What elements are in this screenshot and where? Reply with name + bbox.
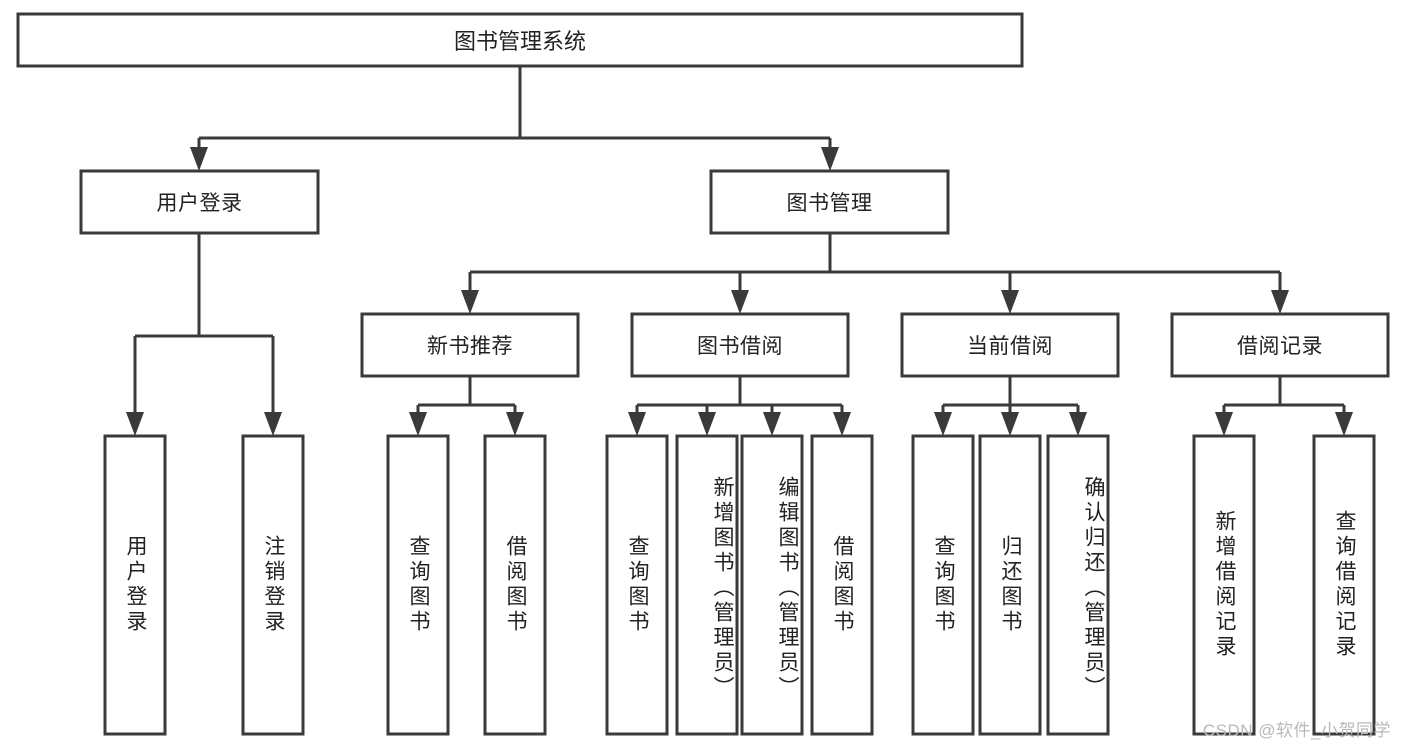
node-box-book-management[interactable] bbox=[709, 169, 950, 235]
edge-recommend-to-leaves bbox=[409, 376, 524, 436]
leaf-box-recommend-borrow[interactable] bbox=[483, 434, 547, 736]
leaf-box-record-add[interactable] bbox=[1192, 434, 1256, 736]
edge-current-borrow-to-leaves bbox=[934, 376, 1087, 436]
leaf-box-record-query[interactable] bbox=[1312, 434, 1376, 736]
leaf-box-user-login-logout[interactable] bbox=[241, 434, 305, 736]
leaf-box-current-return[interactable] bbox=[978, 434, 1042, 736]
edge-root-to-level2 bbox=[190, 66, 839, 171]
edge-borrow-record-to-leaves bbox=[1215, 376, 1353, 436]
node-box-book-borrow[interactable] bbox=[630, 312, 850, 378]
node-box-root[interactable] bbox=[16, 12, 1024, 68]
edge-book-management-to-level3 bbox=[461, 233, 1289, 314]
leaf-box-current-confirm-return[interactable] bbox=[1046, 434, 1110, 736]
leaf-box-user-login-login[interactable] bbox=[103, 434, 167, 736]
leaf-box-current-query[interactable] bbox=[911, 434, 975, 736]
node-box-current-borrow[interactable] bbox=[900, 312, 1120, 378]
edge-user-login-to-leaves bbox=[126, 233, 282, 436]
leaf-box-borrow-edit[interactable] bbox=[740, 434, 804, 736]
leaf-box-borrow-query[interactable] bbox=[605, 434, 669, 736]
edge-book-borrow-to-leaves bbox=[628, 376, 851, 436]
leaf-box-recommend-query[interactable] bbox=[386, 434, 450, 736]
node-box-new-book-recommend[interactable] bbox=[360, 312, 580, 378]
node-box-user-login[interactable] bbox=[79, 169, 320, 235]
leaf-box-borrow-add[interactable] bbox=[675, 434, 739, 736]
leaf-box-borrow-lend[interactable] bbox=[810, 434, 874, 736]
watermark-text: CSDN @软件_小贺同学 bbox=[1202, 721, 1391, 740]
node-box-borrow-record[interactable] bbox=[1170, 312, 1390, 378]
